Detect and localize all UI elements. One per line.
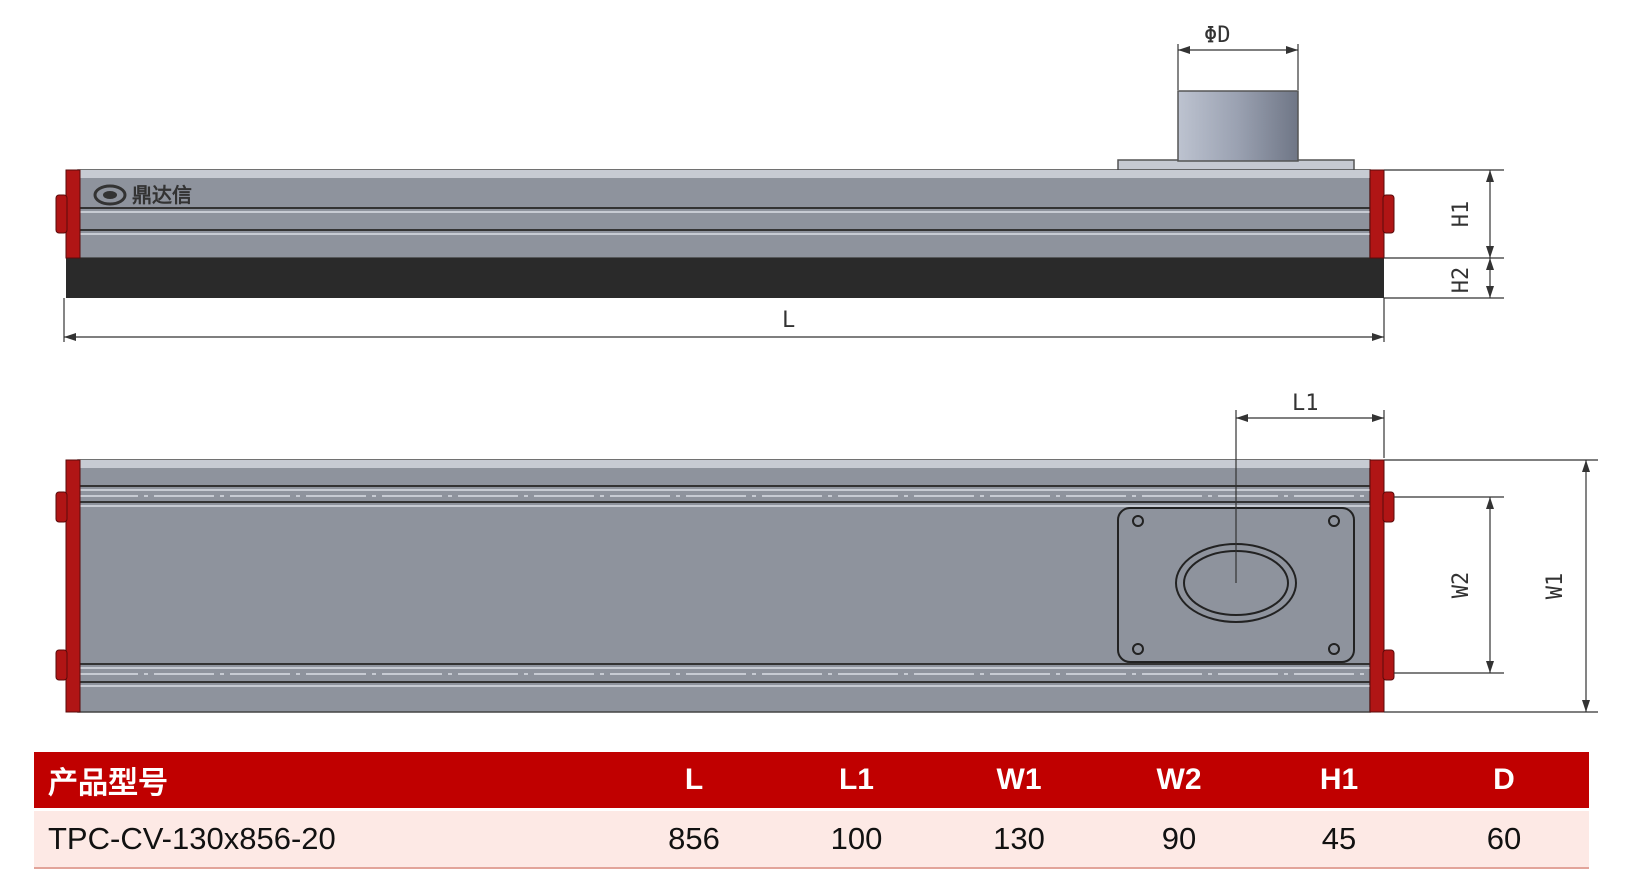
side-body xyxy=(77,169,1371,259)
dim-label-h1: H1 xyxy=(1449,201,1474,228)
cell-w1: 130 xyxy=(939,808,1099,869)
header-w2: W2 xyxy=(1099,752,1259,810)
cell-model: TPC-CV-130x856-20 xyxy=(34,808,614,869)
brand-logo: 鼎达信 xyxy=(93,183,192,207)
header-d: D xyxy=(1419,752,1589,810)
cell-w2: 90 xyxy=(1099,808,1259,869)
brand-name: 鼎达信 xyxy=(132,183,192,207)
cell-h1: 45 xyxy=(1259,808,1419,869)
cell-l1: 100 xyxy=(774,808,939,869)
end-cap-left xyxy=(65,169,81,259)
top-view: L1 W2 W1 xyxy=(55,391,1598,713)
technical-drawing: 鼎达信 ΦD H1 H2 L xyxy=(55,23,1598,713)
header-l1: L1 xyxy=(774,752,939,810)
dim-label-w2: W2 xyxy=(1449,572,1474,599)
top-end-cap-right xyxy=(1369,459,1385,713)
header-h1: H1 xyxy=(1259,752,1419,810)
spec-table-header: 产品型号 L L1 W1 W2 H1 D xyxy=(34,752,1589,810)
dim-label-phi-d: ΦD xyxy=(1204,23,1231,48)
spec-table: 产品型号 L L1 W1 W2 H1 D TPC-CV-130x856-20 8… xyxy=(34,752,1589,869)
header-l: L xyxy=(614,752,774,810)
outlet-pipe xyxy=(1177,90,1299,162)
dim-label-h2: H2 xyxy=(1449,267,1474,294)
header-model: 产品型号 xyxy=(34,752,614,810)
header-w1: W1 xyxy=(939,752,1099,810)
cell-d: 60 xyxy=(1419,808,1589,869)
end-cap-right xyxy=(1369,169,1385,259)
side-base-strip xyxy=(66,258,1384,298)
dim-label-w1: W1 xyxy=(1543,573,1568,600)
dim-label-l1: L1 xyxy=(1292,391,1319,416)
side-view: 鼎达信 ΦD H1 H2 L xyxy=(55,23,1504,342)
top-end-cap-left xyxy=(65,459,81,713)
dim-label-l: L xyxy=(782,308,795,333)
table-row: TPC-CV-130x856-20 856 100 130 90 45 60 xyxy=(34,808,1589,869)
cell-l: 856 xyxy=(614,808,774,869)
